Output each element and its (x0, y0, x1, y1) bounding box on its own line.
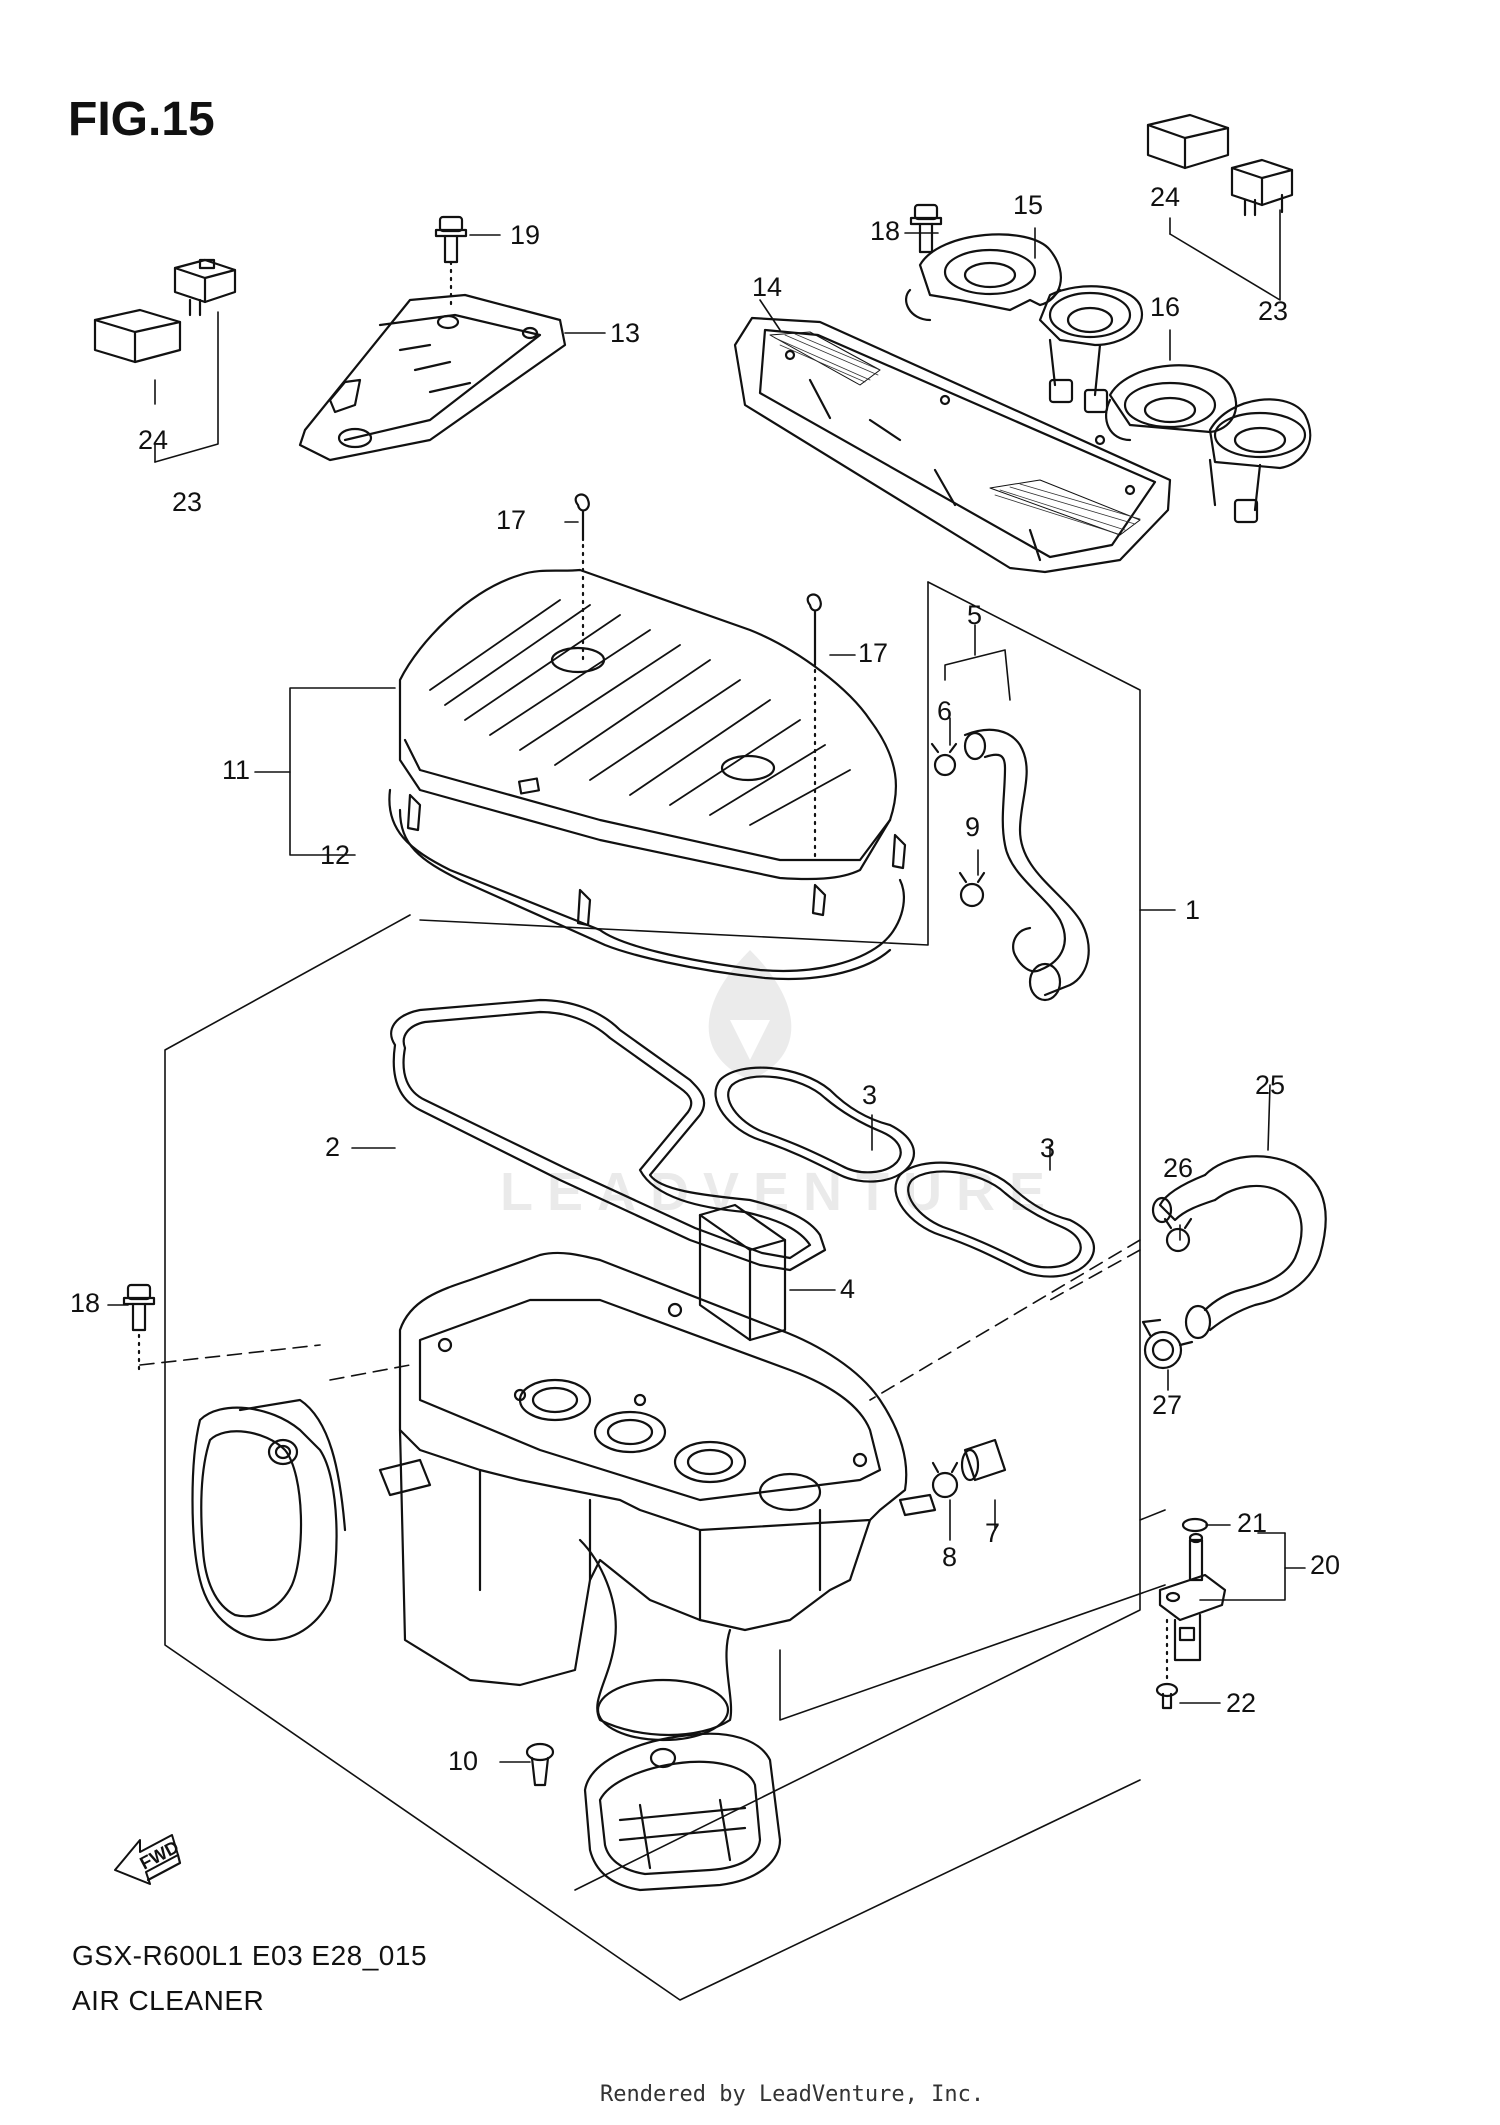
part-12-cover-gasket (388, 788, 905, 981)
part-intake-duct-lower (583, 1732, 782, 1892)
watermark: LEADVENTURE (500, 950, 1045, 1222)
callout-13: 13 (610, 318, 641, 348)
part-3-funnel-gasket-a (714, 1066, 916, 1183)
callout-25: 25 (1255, 1070, 1286, 1100)
callout-6: 6 (937, 696, 953, 726)
part-6-hose-clamp (930, 742, 958, 777)
callout-22: 22 (1226, 1688, 1257, 1718)
part-7-drain-cap (960, 1438, 1007, 1482)
part-18-bolt-lower (122, 1283, 156, 1372)
figure-title: FIG.15 (68, 93, 215, 146)
callout-17: 17 (858, 638, 889, 668)
callout-18: 18 (870, 216, 901, 246)
part-23-24-connector-right (1146, 113, 1294, 217)
part-3-funnel-gasket-b (894, 1161, 1096, 1278)
callout-17: 17 (496, 505, 527, 535)
callout-14: 14 (752, 272, 783, 302)
fwd-arrow-indicator: FWD (114, 1834, 182, 1885)
part-10-rivet (525, 1742, 555, 1787)
section-name: AIR CLEANER (72, 1985, 265, 2016)
callout-5: 5 (967, 600, 983, 630)
callout-15: 15 (1013, 190, 1044, 220)
callout-26: 26 (1163, 1153, 1194, 1183)
callout-9: 9 (965, 812, 981, 842)
callout-23: 23 (1258, 296, 1289, 326)
part-16-intake-funnel (1105, 364, 1312, 524)
model-code: GSX-R600L1 E03 E28_015 (72, 1940, 428, 1971)
leader-lines (107, 209, 1306, 2001)
part-4-sponge-pad (698, 1203, 787, 1342)
callout-24: 24 (138, 425, 169, 455)
rendered-by-credit: Rendered by LeadVenture, Inc. (600, 2082, 985, 2107)
part-14-air-filter-element (733, 316, 1172, 574)
part-25-hose (1151, 1155, 1327, 1340)
part-13-bracket-cover (298, 293, 567, 462)
callout-16: 16 (1150, 292, 1181, 322)
callout-8: 8 (942, 1542, 958, 1572)
callout-19: 19 (510, 220, 541, 250)
part-11-cleaner-case-cover (398, 568, 907, 927)
callout-12: 12 (320, 840, 351, 870)
callout-21: 21 (1237, 1508, 1268, 1538)
callout-11: 11 (222, 755, 251, 785)
part-9-hose-clamp (958, 871, 986, 908)
part-1-air-cleaner-case (378, 1251, 937, 1742)
callout-3: 3 (1040, 1133, 1056, 1163)
part-17-screw-a (574, 493, 590, 662)
callout-18: 18 (70, 1288, 101, 1318)
part-23-24-connector-left (93, 258, 237, 364)
part-17-screw-b (806, 593, 822, 862)
part-15-intake-funnel (905, 233, 1143, 414)
part-intake-duct-left (191, 1398, 347, 1642)
part-2-case-seal (390, 998, 827, 1272)
callout-20: 20 (1310, 1550, 1341, 1580)
part-5-breather-hose (963, 728, 1090, 1002)
watermark-flame-logo (708, 950, 792, 1080)
part-26-hose-clamp (1163, 1217, 1193, 1253)
callout-1: 1 (1185, 895, 1201, 925)
callout-4: 4 (840, 1274, 856, 1304)
callout-24: 24 (1150, 182, 1181, 212)
part-22-screw (1155, 1618, 1179, 1710)
callout-23: 23 (172, 487, 203, 517)
part-21-o-ring (1181, 1517, 1209, 1533)
callout-10: 10 (448, 1746, 479, 1776)
callout-2: 2 (325, 1132, 341, 1162)
part-19-bolt (434, 215, 468, 312)
part-8-hose-clamp (931, 1461, 959, 1499)
part-18-bolt-top (909, 203, 943, 254)
part-27-spring-clamp (1141, 1318, 1194, 1370)
callout-3: 3 (862, 1080, 878, 1110)
callout-27: 27 (1152, 1390, 1183, 1420)
part-20-intake-air-temp-sensor (1158, 1532, 1227, 1662)
callout-7: 7 (985, 1518, 1001, 1548)
